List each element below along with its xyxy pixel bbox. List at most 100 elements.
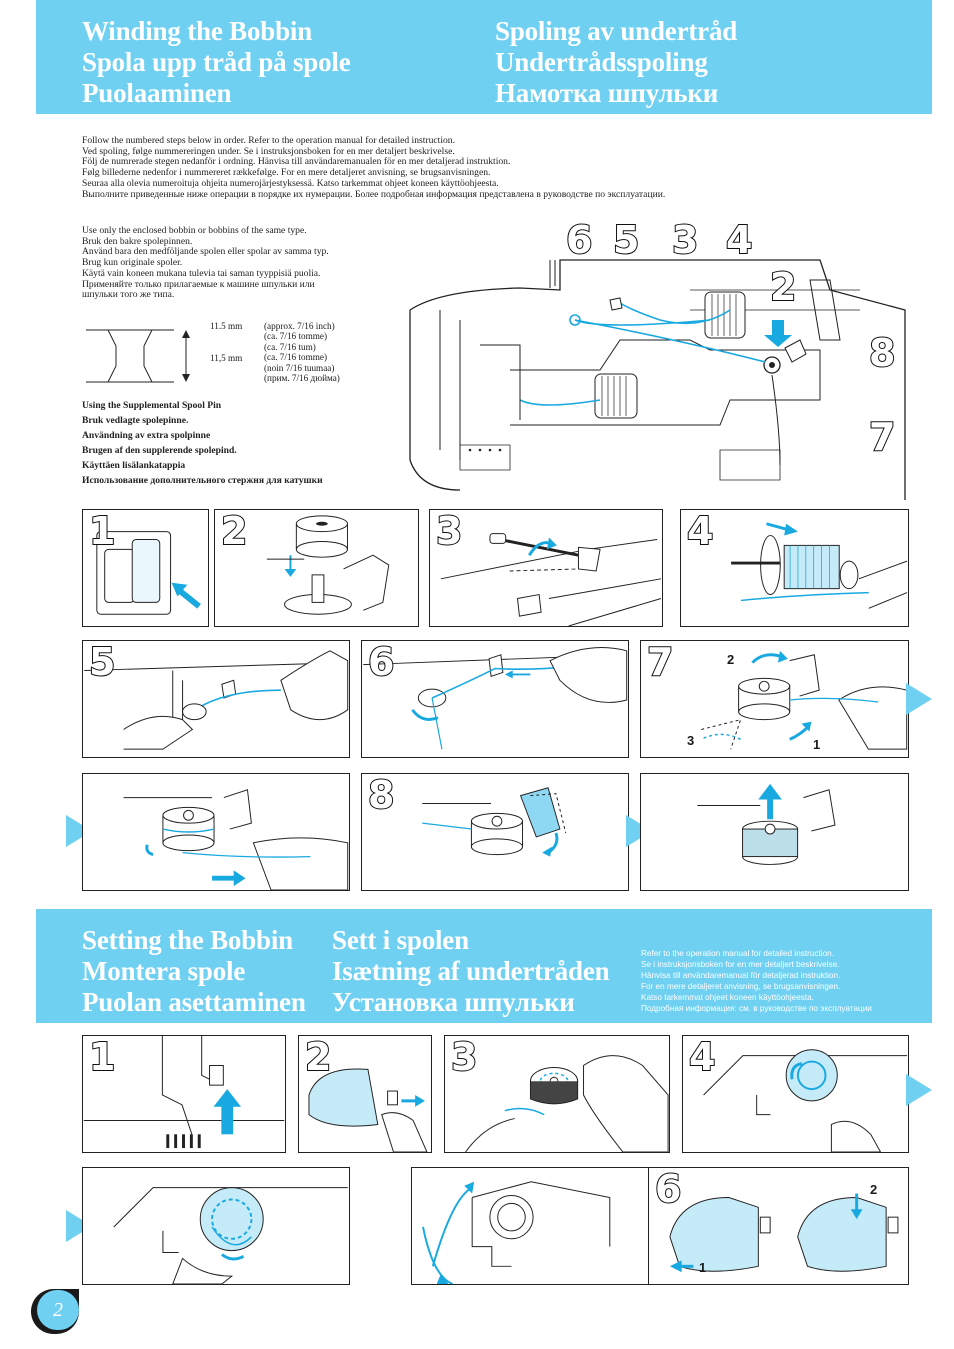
panel7-label-1: 1 (813, 737, 821, 752)
setting-title-left: Setting the Bobbin Montera spole Puolan … (82, 925, 306, 1018)
setting-panel-4: 4 (682, 1035, 909, 1153)
bobbin-type-note: Use only the enclosed bobbin or bobbins … (82, 225, 329, 301)
note-line: Brugen af den supplerende spolepind. (82, 445, 237, 456)
title-line: Winding the Bobbin (82, 16, 313, 46)
winding-panel-finish (640, 773, 909, 891)
title-line: Spola upp tråd på spole (82, 47, 351, 77)
thread-guide-illustration (84, 650, 349, 750)
note-line: For en mere detaljeret anvisning, se bru… (641, 982, 841, 991)
panel-step-number: 7 (646, 640, 674, 684)
title-line: Намотка шпульки (495, 78, 719, 108)
continue-arrow-icon (906, 683, 932, 715)
winding-panel-1: 1 (82, 509, 209, 627)
diagram-step-8: 8 (868, 331, 896, 375)
diagram-step-6: 6 (565, 218, 593, 262)
bobbin-onto-shaft-illustration (266, 515, 390, 615)
winding-panel-2: 2 (214, 509, 419, 627)
raise-needle-illustration (83, 1036, 285, 1149)
diagram-step-7: 7 (868, 415, 896, 459)
diagram-step-3: 3 (671, 218, 699, 262)
thread-path-illustration (422, 1181, 611, 1284)
panel6-label-1: 1 (699, 1260, 707, 1275)
thread-around-tension-illustration (363, 647, 628, 750)
note-line: Подробная информация: см. в руководстве … (641, 1004, 872, 1013)
intro-line: Выполните приведенные ниже операции в по… (82, 188, 666, 200)
panel-step-number: 2 (220, 509, 248, 553)
panel6-label-2: 2 (870, 1182, 878, 1197)
title-line: Spoling av undertråd (495, 16, 738, 46)
bobbin-dimension-drawing (86, 329, 190, 383)
diagram-step-4: 4 (725, 218, 753, 262)
dim-value: (ca. 7/16 tomme) (264, 352, 328, 363)
note-line: Use only the enclosed bobbin or bobbins … (82, 225, 307, 236)
continue-arrow-icon (906, 1074, 932, 1106)
note-line: Using the Supplemental Spool Pin (82, 400, 222, 411)
winding-panel-8: 8 (361, 773, 629, 891)
winding-intro: Follow the numbered steps below in order… (82, 135, 666, 200)
diagram-step-2: 2 (769, 265, 797, 309)
title-line: Sett i spolen (332, 925, 469, 955)
setting-note: Refer to the operation manual for detail… (641, 948, 926, 1014)
title-line: Isætning af undertråden (332, 956, 610, 986)
note-line: Brug kun originale spoler. (82, 257, 183, 269)
close-cover-illustration (669, 1193, 899, 1273)
panel-step-number: 8 (367, 773, 395, 817)
intro-line: Följ de numrerade stegen nedanför i ordn… (82, 156, 511, 168)
winder-engage-illustration (422, 787, 567, 857)
panel-step-number: 1 (88, 509, 116, 553)
spool-pin-raise-illustration (440, 533, 662, 626)
diagram-step-5: 5 (612, 218, 640, 262)
bobbin-on-winder-illustration (123, 789, 349, 890)
spool-pin-note: Using the Supplemental Spool Pin Bruk ve… (82, 398, 323, 488)
panel-step-number: 3 (435, 509, 463, 553)
winding-panel-4: 4 (680, 509, 909, 627)
winding-title-right: Spoling av undertråd Undertrådsspoling Н… (495, 16, 737, 109)
dim-value: (noin 7/16 tuumaa) (264, 362, 335, 373)
remove-bobbin-illustration (697, 783, 836, 865)
intro-line: Seuraa alla olevia numeroituja ohjeita n… (82, 177, 499, 189)
winding-panel-5: 5 (82, 640, 350, 758)
setting-panel-continued (82, 1167, 350, 1285)
setting-panel-2: 2 (298, 1035, 432, 1153)
setting-panel-3: 3 (444, 1035, 670, 1153)
thread-wrap-bobbin-illustration (700, 650, 908, 750)
note-line: Se i instruksjonsboken for en mer detalj… (641, 960, 840, 969)
note-line: Använd bara den medföljande spolen eller… (82, 246, 329, 258)
setting-panel-5: 5 (411, 1167, 668, 1285)
note-line: Bruk den bakre spolepinnen. (82, 235, 193, 247)
place-bobbin-case-illustration (703, 1049, 908, 1152)
setting-title-right: Sett i spolen Isætning af undertråden Ус… (332, 925, 610, 1018)
winding-title-left: Winding the Bobbin Spola upp tråd på spo… (82, 16, 351, 109)
title-line: Puolan asettaminen (82, 987, 306, 1017)
setting-panel-1: 1 (82, 1035, 286, 1153)
note-line: Refer to the operation manual for detail… (641, 949, 834, 958)
intro-line: Følg billederne nedenfor i nummereret ræ… (82, 167, 491, 179)
winding-panel-7: 7 2 3 1 (640, 640, 909, 758)
panel-step-number: 5 (88, 640, 116, 684)
title-line: Установка шпульки (332, 987, 575, 1017)
dim-value: (прим. 7/16 дюйма) (264, 373, 340, 384)
intro-line: Follow the numbered steps below in order… (82, 135, 455, 146)
title-line: Puolaaminen (82, 78, 232, 108)
page-number: 2 (37, 1290, 79, 1330)
setting-header-banner: Setting the Bobbin Montera spole Puolan … (36, 909, 932, 1023)
note-line: Использование дополнительного стержня дл… (82, 475, 323, 486)
note-line: Bruk vedlagte spolepinne. (82, 415, 189, 426)
note-line: Katso tarkemmat ohjeet koneen käyttöohje… (641, 993, 814, 1002)
panel-step-number: 6 (367, 640, 395, 684)
panel7-label-3: 3 (687, 733, 695, 748)
thread-notch-illustration (113, 1187, 348, 1284)
note-line: Hänvisa till användaremanual för detalje… (641, 971, 841, 980)
dimension-values: (approx. 7/16 inch) (ca. 7/16 tomme) (ca… (264, 321, 340, 383)
dim-value: (ca. 7/16 tomme) (264, 331, 328, 342)
intro-line: Ved spoling, følge nummereringen under. … (82, 145, 455, 157)
title-line: Montera spole (82, 956, 246, 986)
title-line: Undertrådsspoling (495, 47, 708, 77)
panel-step-number: 4 (688, 1035, 716, 1079)
panel-step-number: 2 (304, 1035, 332, 1079)
note-line: шпульки того же типа. (82, 289, 175, 301)
dimension-label-2: 11,5 mm (210, 353, 243, 363)
winding-panel-continued (82, 773, 350, 891)
spool-placement-illustration (731, 522, 908, 609)
power-switch-illustration (96, 531, 201, 615)
